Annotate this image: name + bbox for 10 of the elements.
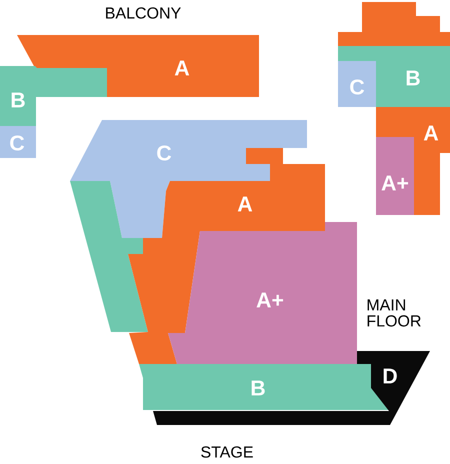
seating-section [70, 181, 148, 332]
seating-section: A+ [376, 137, 414, 215]
seating-section: C [338, 61, 376, 107]
floor-label: MAIN FLOOR [368, 299, 421, 327]
balcony-label: BALCONY [106, 7, 181, 19]
stage-label: STAGE [201, 446, 253, 458]
seating-section: B [0, 66, 107, 126]
seating-section [338, 2, 450, 46]
seating-section: C [0, 126, 36, 158]
seating-section: A+ [168, 222, 357, 364]
